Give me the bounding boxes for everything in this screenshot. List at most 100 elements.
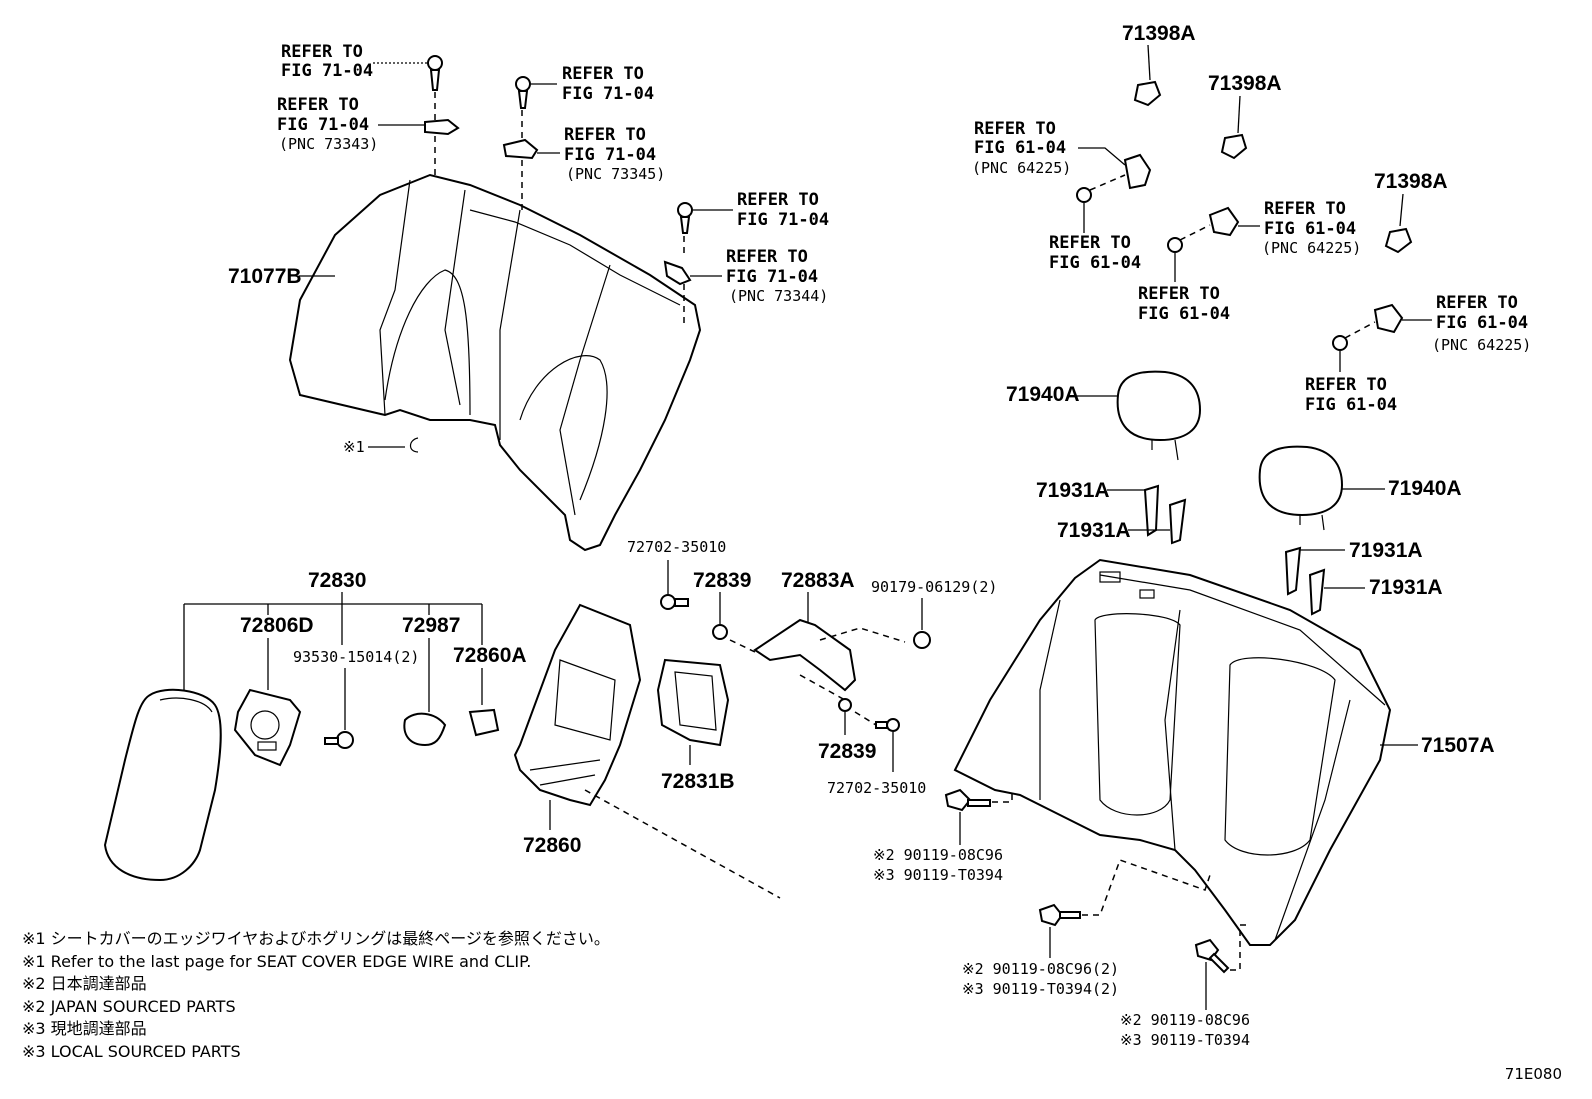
part-72702-35010: 72702-35010 (827, 779, 926, 797)
ref-pnc: (PNC 73343) (279, 135, 378, 153)
ref-fig: FIG 61-04 (1436, 313, 1528, 333)
pad-icon (403, 712, 447, 747)
ref-fig: FIG 71-04 (726, 267, 818, 287)
clip-icon (1133, 80, 1162, 107)
grommet-icon (712, 624, 728, 640)
ref-fig: FIG 71-04 (564, 145, 656, 165)
part-72830: 72830 (308, 569, 366, 592)
bolt-local: ※3 90119-T0394(2) (962, 980, 1119, 998)
ref-fig: FIG 71-04 (277, 115, 369, 135)
bolt-icon (515, 76, 531, 109)
screw-icon (324, 731, 354, 749)
ref-pnc: (PNC 64225) (1432, 336, 1531, 354)
part-72831B: 72831B (661, 770, 735, 793)
footnote: ※2 日本調達部品 (22, 974, 147, 994)
headrest-guide-icon (1143, 484, 1187, 545)
part-71398A: 71398A (1122, 22, 1196, 45)
clip-icon (468, 708, 500, 737)
part-71507A: 71507A (1421, 734, 1495, 757)
bolt-icon (1194, 938, 1230, 974)
footnote: ※3 LOCAL SOURCED PARTS (22, 1041, 241, 1061)
ref-pnc: (PNC 73345) (566, 165, 665, 183)
ref-label: REFER TO (281, 42, 363, 62)
part-71931A: 71931A (1036, 479, 1110, 502)
nut-icon (1332, 335, 1348, 351)
nut-icon (913, 631, 931, 649)
note-mark-1: ※1 (343, 438, 365, 456)
footnote: ※2 JAPAN SOURCED PARTS (22, 996, 236, 1016)
trim-ring-icon (656, 658, 730, 747)
headrest-guide-icon (1284, 546, 1326, 616)
nut-icon (1076, 187, 1092, 203)
bolt-local: ※3 90119-T0394 (873, 866, 1003, 884)
bolt-local: ※3 90119-T0394 (1120, 1031, 1250, 1049)
bolt-japan: ※2 90119-08C96(2) (962, 960, 1119, 978)
ref-fig: FIG 71-04 (737, 210, 829, 230)
bolt-japan: ※2 90119-08C96 (873, 846, 1003, 864)
part-71931A: 71931A (1369, 576, 1443, 599)
nut-icon (1167, 237, 1183, 253)
part-71077B: 71077B (228, 265, 302, 288)
ref-fig: FIG 61-04 (1264, 219, 1356, 239)
clip-icon (424, 118, 460, 136)
ref-label: REFER TO (1436, 293, 1518, 313)
ref-fig: FIG 61-04 (1138, 304, 1230, 324)
seatback-cover-71077B (288, 173, 702, 552)
clip-icon (1220, 133, 1248, 160)
footnotes: ※1 シートカバーのエッジワイヤおよびホグリングは最終ページを参照ください。 ※… (22, 928, 610, 1064)
part-72839: 72839 (693, 569, 751, 592)
ref-label: REFER TO (737, 190, 819, 210)
part-72883A: 72883A (781, 569, 855, 592)
footnote: ※1 Refer to the last page for SEAT COVER… (22, 951, 532, 971)
clip-icon (663, 260, 692, 286)
ref-fig: FIG 61-04 (1305, 395, 1397, 415)
ref-label: REFER TO (277, 95, 359, 115)
part-72702-35010: 72702-35010 (627, 538, 726, 556)
bracket-icon (1123, 153, 1152, 190)
bolt-icon (677, 202, 693, 234)
ref-fig: FIG 61-04 (974, 138, 1066, 158)
armrest-pad-icon (103, 688, 222, 882)
bracket-icon (1208, 206, 1240, 237)
ref-pnc: (PNC 64225) (1262, 239, 1361, 257)
bolt-icon (660, 594, 689, 610)
part-71931A: 71931A (1349, 539, 1423, 562)
ref-label: REFER TO (974, 119, 1056, 139)
bracket-icon (1373, 303, 1404, 334)
headrest-icon (1116, 370, 1202, 461)
part-71940A: 71940A (1388, 477, 1462, 500)
bolt-icon (944, 788, 991, 812)
ref-label: REFER TO (562, 64, 644, 84)
part-72860: 72860 (523, 834, 581, 857)
ref-label: REFER TO (564, 125, 646, 145)
part-72860A: 72860A (453, 644, 527, 667)
ref-label: REFER TO (726, 247, 808, 267)
ref-fig: FIG 61-04 (1049, 253, 1141, 273)
headrest-icon (1258, 445, 1344, 531)
part-71931A: 71931A (1057, 519, 1131, 542)
ref-pnc: (PNC 73344) (729, 287, 828, 305)
ref-label: REFER TO (1264, 199, 1346, 219)
seatback-assembly-71507A (953, 558, 1392, 946)
part-72839: 72839 (818, 740, 876, 763)
clip-icon (502, 138, 539, 160)
part-72987: 72987 (402, 614, 460, 637)
part-71940A: 71940A (1006, 383, 1080, 406)
ref-pnc: (PNC 64225) (972, 159, 1071, 177)
figure-code: 71E080 (1504, 1065, 1562, 1083)
bolt-icon (1038, 903, 1081, 927)
hinge-bracket-icon (753, 618, 857, 692)
part-72806D: 72806D (240, 614, 314, 637)
ref-label: REFER TO (1305, 375, 1387, 395)
footnote: ※3 現地調達部品 (22, 1019, 147, 1039)
part-71398A: 71398A (1374, 170, 1448, 193)
grommet-icon (838, 698, 852, 712)
ref-fig: FIG 71-04 (562, 84, 654, 104)
armrest-bracket-icon (513, 603, 642, 807)
bolt-japan: ※2 90119-08C96 (1120, 1011, 1250, 1029)
part-71398A: 71398A (1208, 72, 1282, 95)
part-93530-15014: 93530-15014(2) (293, 648, 419, 666)
ref-fig: FIG 71-04 (281, 61, 373, 81)
footnote: ※1 シートカバーのエッジワイヤおよびホグリングは最終ページを参照ください。 (22, 929, 610, 948)
